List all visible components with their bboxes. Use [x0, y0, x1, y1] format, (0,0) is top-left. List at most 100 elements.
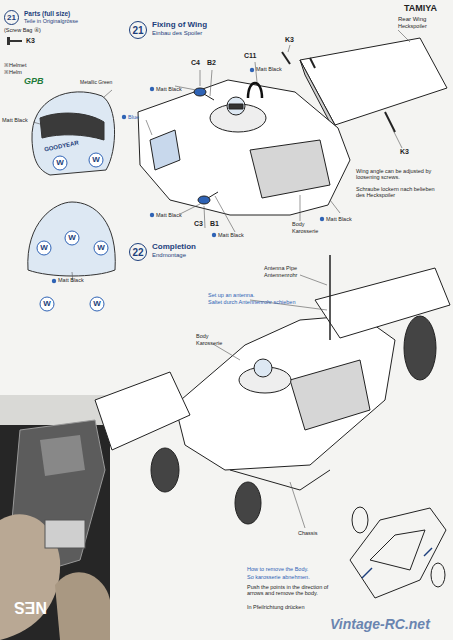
note-text: (Screw Bag ④): [4, 27, 41, 33]
leader-line: [330, 200, 340, 213]
note-text: Matt Black: [326, 216, 352, 222]
screw: [282, 52, 290, 64]
part-code: C11: [244, 52, 256, 60]
note-text: So karosserie abnehmen.: [247, 574, 310, 580]
note-text: Karosserie: [196, 340, 222, 346]
part-code: K3: [26, 37, 35, 45]
leader-line: [33, 122, 40, 124]
part-code: C3: [194, 220, 203, 228]
note-text: Matt Black: [156, 86, 182, 92]
note-text: Schraube lockern nach belieben des Hecks…: [356, 186, 444, 199]
leader-line: [213, 344, 240, 360]
step-number-text: 21: [132, 25, 143, 36]
leader-line: [180, 204, 200, 214]
decal-circle: [40, 297, 54, 311]
leader-line: [393, 130, 402, 148]
note-text: Parts (full size): [24, 10, 70, 17]
part-code: C4: [191, 59, 200, 67]
leader-line: [300, 275, 327, 285]
note-text: Matt Black: [58, 277, 84, 283]
leader-line: [200, 70, 201, 86]
note-text: Einbau des Spoiler: [152, 30, 202, 37]
car-complete: [95, 255, 450, 524]
decal-letter: W: [97, 243, 105, 252]
decal-letter: W: [43, 299, 51, 308]
decal-circle: [65, 231, 79, 245]
leader-line: [104, 90, 112, 97]
note-text: Endmontage: [152, 252, 186, 259]
note-text: Matt Black: [2, 117, 28, 123]
chassis-drawing: [350, 507, 446, 598]
note-text: Wing angle can be adjusted by loosening …: [356, 168, 444, 181]
push-arrow: [362, 568, 372, 578]
note-text: Antennenrohr: [264, 272, 297, 278]
paint-dot: [212, 233, 216, 237]
photo: [0, 395, 110, 640]
leader-line: [288, 45, 290, 52]
screw: [385, 112, 395, 132]
note-text: ※Helmet: [4, 62, 26, 68]
note-text: Matt Black: [218, 232, 244, 238]
leader-line: [300, 195, 301, 221]
leader-line: [290, 482, 305, 528]
part-code: K3: [400, 148, 409, 156]
paint-dot: [52, 279, 56, 283]
decal-letter: W: [40, 243, 48, 252]
step-number-text: 21: [7, 13, 16, 22]
step-number: 21: [129, 21, 147, 39]
note-text: In Pfeilrichtung drücken: [247, 604, 304, 610]
note-text: Matt Black: [256, 66, 282, 72]
decal-circle: [37, 241, 51, 255]
step-number: 22: [129, 243, 147, 261]
note-text: Metallic Green: [80, 80, 112, 86]
part-code: Fixing of Wing: [152, 20, 207, 29]
note-text: Karosserie: [292, 228, 318, 234]
part-code: NES: [14, 598, 47, 616]
paint-dot: [122, 115, 126, 119]
note-text: ※Helm: [4, 69, 22, 75]
leader-line: [398, 30, 410, 42]
step-number: 21: [4, 10, 19, 25]
paint-dot: [250, 68, 254, 72]
paint-dot: [320, 217, 324, 221]
note-text: Teile in Originalgrösse: [24, 18, 78, 24]
note-text: Matt Black: [156, 212, 182, 218]
part-code: Completion: [152, 242, 196, 251]
note-text: Rear Wing: [398, 16, 426, 23]
paint-dot: [150, 213, 154, 217]
note-text: How to remove the Body.: [247, 566, 308, 572]
decal-circle: [90, 297, 104, 311]
note-text: Blue: [128, 114, 139, 120]
note-text: Heckspoiler: [398, 23, 427, 29]
note-text: Push the points in the direction of arro…: [247, 584, 342, 597]
leader-line: [210, 70, 212, 96]
decal-letter: W: [56, 158, 64, 167]
decal-letter: W: [92, 155, 100, 164]
part-code: B2: [207, 59, 216, 67]
decal-letter: W: [93, 299, 101, 308]
note-text: Body: [196, 333, 209, 339]
decal-circle: [89, 153, 103, 167]
note-text: Antenna Pipe: [264, 265, 297, 271]
part-code: K3: [285, 36, 294, 44]
leader-line: [204, 206, 205, 228]
note-text: Saltet durch Antennenrohr schieben: [208, 299, 295, 305]
decal-circle: [53, 156, 67, 170]
leader-line: [146, 120, 152, 135]
part-code: B1: [210, 220, 219, 228]
part-code: TAMIYA: [404, 3, 437, 13]
note-text: Set up an antenna.: [208, 292, 254, 298]
screw: [310, 58, 315, 68]
push-arrow: [424, 548, 432, 556]
part-code: GPB: [24, 76, 44, 86]
decal-letter: W: [68, 233, 76, 242]
car-wing-step: [138, 38, 447, 215]
note-text: Body: [292, 221, 305, 227]
decal-circle: [94, 241, 108, 255]
note-text: Chassis: [298, 530, 318, 536]
paint-dot: [150, 87, 154, 91]
screw-icon: [7, 37, 22, 45]
part-code: Vintage-RC.net: [330, 616, 430, 632]
helmet-drawing: [28, 92, 115, 311]
